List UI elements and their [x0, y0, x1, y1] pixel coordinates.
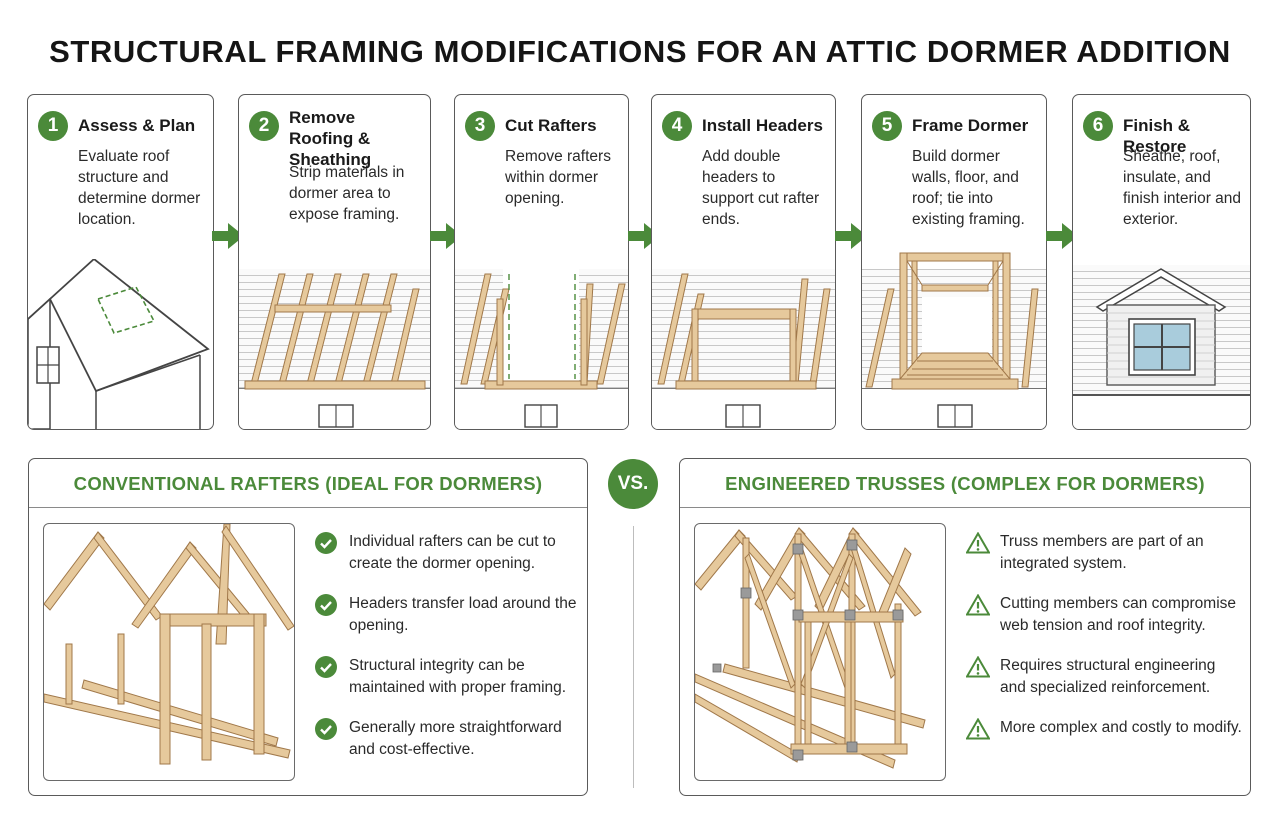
point-text: Individual rafters can be cut to create … — [349, 533, 556, 572]
step-card-6: 6 Finish & Restore Sheathe, roof, insula… — [1072, 94, 1251, 430]
step-title: Remove Roofing & Sheathing — [289, 108, 372, 169]
panel-divider — [680, 507, 1250, 508]
step-badge: 5 — [872, 111, 902, 141]
warning-triangle-icon — [966, 532, 990, 554]
check-circle-icon — [315, 532, 337, 554]
step-title: Install Headers — [702, 116, 823, 135]
step-title: Finish & Restore — [1123, 116, 1191, 156]
check-circle-icon — [315, 718, 337, 740]
trusses-points: Truss members are part of an integrated … — [966, 531, 1242, 779]
point-text: More complex and costly to modify. — [1000, 719, 1242, 736]
list-item: Structural integrity can be maintained w… — [315, 655, 579, 717]
list-item: Cutting members can compromise web tensi… — [966, 593, 1242, 655]
warning-triangle-icon — [966, 656, 990, 678]
step-card-4: 4 Install Headers Add double headers to … — [651, 94, 836, 430]
trusses-panel: ENGINEERED TRUSSES (COMPLEX FOR DORMERS) — [679, 458, 1251, 796]
check-circle-icon — [315, 594, 337, 616]
point-text: Requires structural engineering and spec… — [1000, 657, 1216, 696]
trusses-panel-title: ENGINEERED TRUSSES (COMPLEX FOR DORMERS) — [725, 473, 1205, 494]
list-item: Individual rafters can be cut to create … — [315, 531, 579, 593]
step-description: Build dormer walls, floor, and roof; tie… — [912, 148, 1025, 228]
exposed-rafters-icon — [239, 269, 430, 429]
list-item: Generally more straightforward and cost-… — [315, 717, 579, 779]
list-item: More complex and costly to modify. — [966, 717, 1242, 779]
warning-triangle-icon — [966, 718, 990, 740]
step-card-2: 2 Remove Roofing & Sheathing Strip mater… — [238, 94, 431, 430]
step-description: Add double headers to support cut rafter… — [702, 148, 820, 228]
vs-divider — [633, 526, 634, 788]
headers-icon — [652, 269, 835, 429]
cut-rafters-icon — [455, 269, 628, 429]
house-roof-outline-icon — [28, 259, 210, 429]
vs-badge: VS. — [608, 459, 658, 509]
list-item: Headers transfer load around the opening… — [315, 593, 579, 655]
step-description: Evaluate roof structure and determine do… — [78, 148, 201, 228]
step-card-5: 5 Frame Dormer Build dormer walls, floor… — [861, 94, 1047, 430]
step-badge: 4 — [662, 111, 692, 141]
step-title: Frame Dormer — [912, 116, 1029, 135]
truss-framing-illustration — [694, 523, 946, 781]
step-description: Remove rafters within dormer opening. — [505, 148, 611, 207]
right-arrow-icon — [835, 223, 867, 249]
rafter-framing-illustration — [43, 523, 295, 781]
list-item: Truss members are part of an integrated … — [966, 531, 1242, 593]
step-title: Assess & Plan — [78, 116, 196, 135]
finished-dormer-icon — [1073, 265, 1250, 429]
step-card-1: 1 Assess & Plan Evaluate roof structure … — [27, 94, 214, 430]
step-description: Sheathe, roof, insulate, and finish inte… — [1123, 148, 1242, 228]
point-text: Generally more straightforward and cost-… — [349, 719, 562, 758]
step-card-3: 3 Cut Rafters Remove rafters within dorm… — [454, 94, 629, 430]
point-text: Structural integrity can be maintained w… — [349, 657, 567, 696]
point-text: Headers transfer load around the opening… — [349, 595, 577, 634]
point-text: Truss members are part of an integrated … — [1000, 533, 1204, 572]
check-circle-icon — [315, 656, 337, 678]
right-arrow-icon — [212, 223, 244, 249]
list-item: Requires structural engineering and spec… — [966, 655, 1242, 717]
rafters-panel: CONVENTIONAL RAFTERS (IDEAL FOR DORMERS) — [28, 458, 588, 796]
step-description: Strip materials in dormer area to expose… — [289, 164, 405, 223]
right-arrow-icon — [1046, 223, 1078, 249]
dormer-frame-icon — [862, 252, 1046, 429]
step-title: Cut Rafters — [505, 116, 597, 135]
step-badge: 6 — [1083, 111, 1113, 141]
step-badge: 2 — [249, 111, 279, 141]
step-badge: 1 — [38, 111, 68, 141]
page-title: STRUCTURAL FRAMING MODIFICATIONS FOR AN … — [49, 34, 1231, 69]
panel-divider — [29, 507, 587, 508]
rafters-points: Individual rafters can be cut to create … — [315, 531, 579, 779]
rafters-panel-title: CONVENTIONAL RAFTERS (IDEAL FOR DORMERS) — [73, 473, 543, 494]
warning-triangle-icon — [966, 594, 990, 616]
point-text: Cutting members can compromise web tensi… — [1000, 595, 1237, 634]
step-badge: 3 — [465, 111, 495, 141]
